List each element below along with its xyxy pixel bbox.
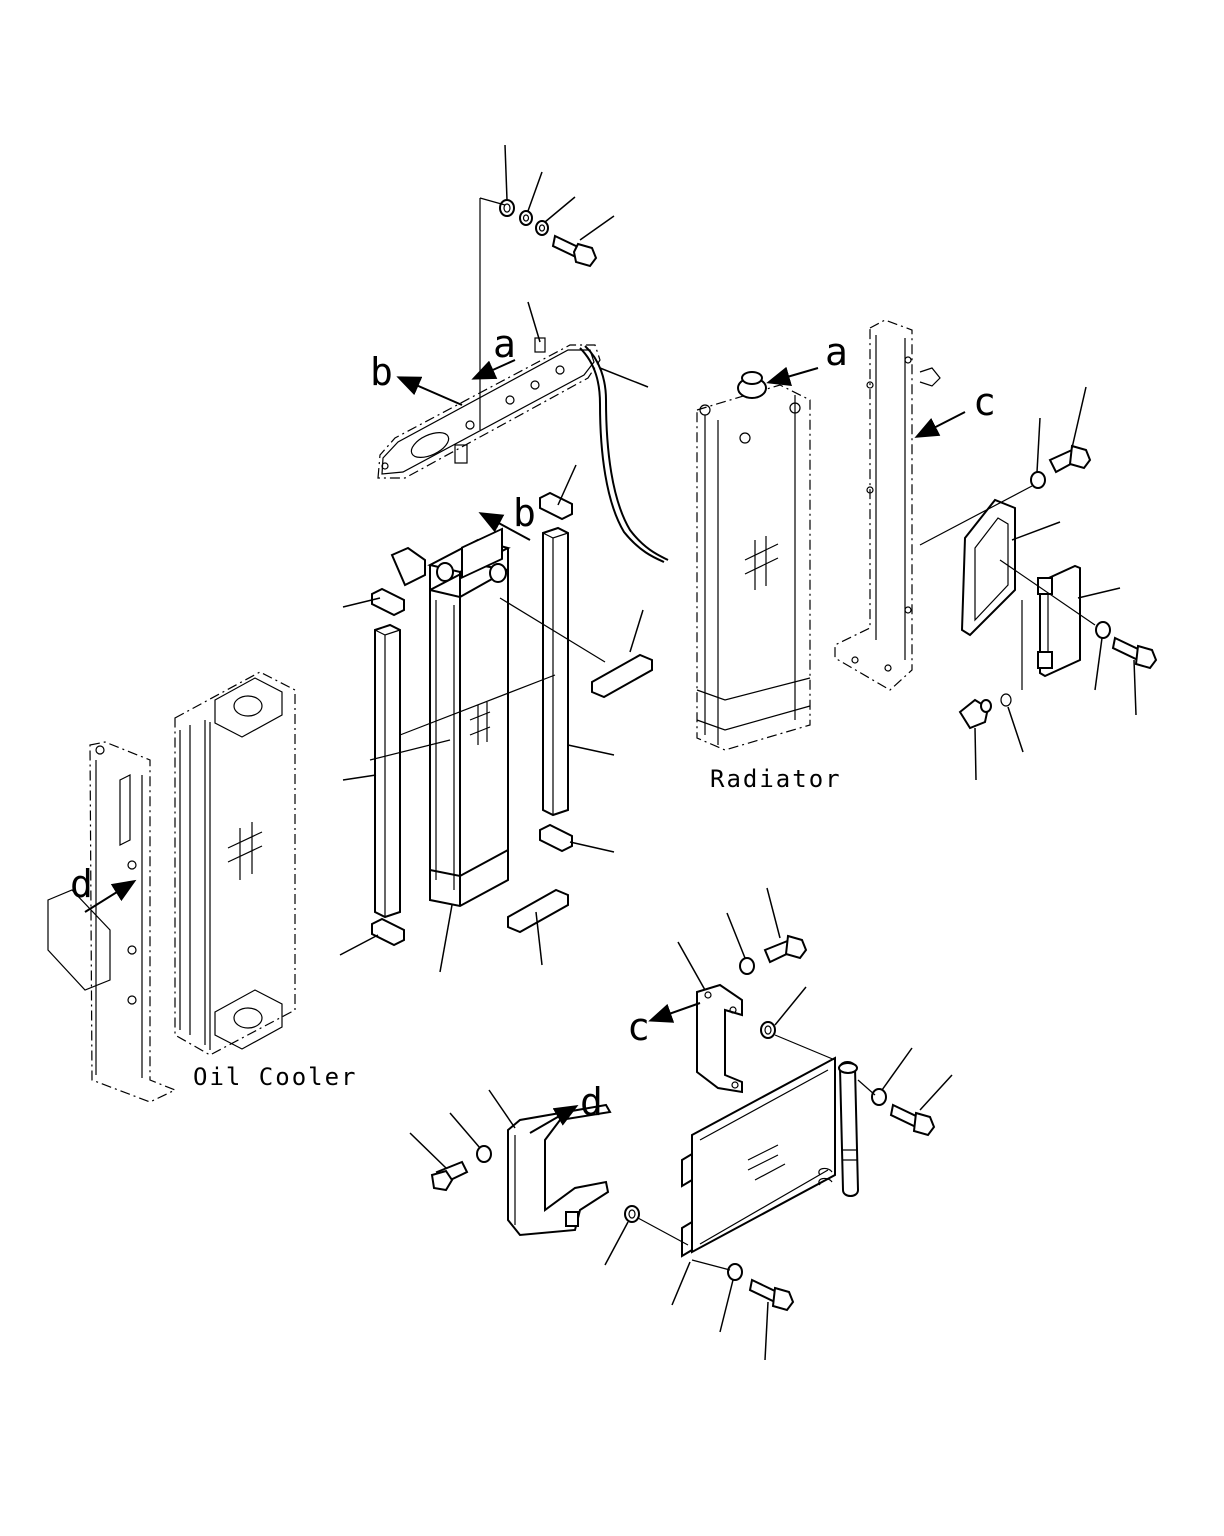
top-bracket — [377, 337, 601, 479]
radiator — [696, 371, 811, 751]
view-arrow-a-radiator: a — [766, 330, 848, 386]
condenser-bracket-upper — [696, 983, 743, 1094]
left-seal-strip — [374, 623, 401, 919]
seal-block-4 — [539, 823, 573, 853]
right-bolt-mid — [1111, 636, 1158, 670]
right-small-fitting — [958, 698, 992, 730]
hex-bolt — [551, 234, 598, 268]
receiver-drier — [818, 1061, 860, 1197]
oil-cooler-assembly — [174, 671, 296, 1056]
arrow-label-a-top: a — [493, 322, 516, 366]
view-arrow-d-panel: d — [70, 862, 137, 913]
right-o-ring — [1000, 693, 1012, 707]
right-washer-top — [1030, 471, 1046, 489]
right-clamp-bracket — [1037, 564, 1081, 678]
radiator-side-guard — [834, 319, 941, 691]
oil-cooler-core — [390, 527, 511, 908]
flat-washer — [535, 220, 549, 236]
seal-block-3 — [539, 491, 573, 521]
arrow-label-d-panel: d — [70, 862, 93, 906]
bottom-bolt-2 — [889, 1103, 936, 1137]
bottom-bolt-1 — [763, 934, 808, 964]
view-arrow-b-top: b — [370, 350, 463, 406]
view-arrow-c-guard: c — [914, 380, 996, 438]
arrow-label-d-bracket: d — [580, 1080, 603, 1124]
bottom-bolt-4 — [748, 1278, 795, 1312]
seal-block-2 — [371, 917, 405, 947]
leader-lines — [339, 144, 1137, 1361]
bottom-washer-3 — [476, 1145, 492, 1163]
condenser-bracket-lower — [507, 1103, 612, 1237]
bottom-bolt-3 — [430, 1160, 469, 1192]
right-washer-mid — [1095, 621, 1111, 639]
right-mounting-plate — [960, 498, 1016, 637]
bottom-nut-2 — [624, 1205, 640, 1223]
right-seal-strip — [542, 526, 569, 817]
bottom-washer-4 — [727, 1263, 743, 1281]
arrow-label-a-radiator: a — [825, 330, 848, 374]
bottom-washer-2 — [871, 1088, 887, 1106]
oil-cooler-label: Oil Cooler — [193, 1063, 358, 1091]
seal-bar-2 — [507, 888, 569, 934]
right-bolt-top — [1048, 444, 1092, 474]
condenser-core — [681, 1056, 836, 1258]
arrow-label-c-guard: c — [973, 380, 996, 424]
arrow-label-b-top: b — [370, 350, 393, 394]
oil-cooler-side-panel — [47, 741, 177, 1103]
bottom-nut-1 — [760, 1021, 776, 1039]
arrow-label-c-bracket: c — [627, 1005, 650, 1049]
nut — [499, 199, 515, 217]
seal-bar-1 — [591, 653, 653, 699]
sensor-cable — [579, 345, 669, 563]
arrow-label-b-core: b — [513, 491, 536, 535]
radiator-label: Radiator — [710, 765, 842, 793]
view-arrow-a-top: a — [471, 322, 516, 380]
view-arrow-b-core: b — [478, 491, 536, 541]
bottom-washer-1 — [739, 957, 755, 975]
view-arrow-c-bracket: c — [627, 1002, 701, 1049]
view-arrow-d-bracket: d — [529, 1080, 603, 1134]
seal-block-1 — [371, 587, 405, 617]
lock-washer — [519, 210, 533, 226]
